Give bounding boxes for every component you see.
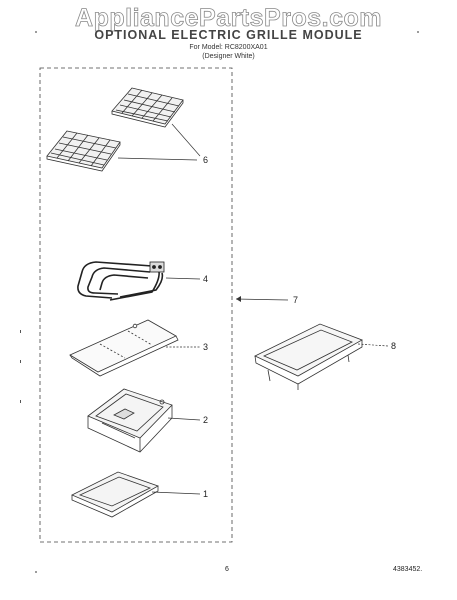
- callout-8: 8: [391, 341, 396, 351]
- module-cover: [254, 323, 363, 390]
- module-leader: [235, 298, 289, 301]
- model-line: For Model: RC8200XA01: [189, 44, 268, 51]
- element-terminal-bracket: [149, 261, 165, 273]
- drip-pan-leader: [151, 491, 201, 495]
- callout-4: 4: [203, 274, 208, 284]
- callout-6: 6: [203, 155, 208, 165]
- callout-2: 2: [203, 415, 208, 425]
- element-leader: [165, 277, 201, 280]
- color-line: (Designer White): [202, 53, 255, 60]
- grille-grate-upper: [111, 87, 184, 128]
- watermark-text: AppliancePartsPros.com: [75, 4, 382, 33]
- callout-3: 3: [203, 342, 208, 352]
- grille-grate-lower: [46, 130, 121, 172]
- reflector-plate: [69, 319, 179, 377]
- drip-tray-leader: [167, 417, 201, 421]
- grate-leader-lower: [117, 157, 198, 161]
- diagram-title: OPTIONAL ELECTRIC GRILLE MODULE: [94, 28, 363, 42]
- scan-marks: [20, 31, 419, 573]
- grate-leader-upper: [171, 123, 201, 157]
- page-number: 6: [225, 566, 229, 573]
- document-number: 4383452.: [393, 566, 423, 573]
- drip-pan: [71, 471, 159, 518]
- module-boundary: [39, 67, 233, 543]
- cover-leader: [357, 343, 389, 347]
- drip-tray: [87, 388, 173, 453]
- module-leader-arrow: [236, 296, 241, 302]
- callout-7: 7: [293, 295, 298, 305]
- callout-1: 1: [203, 489, 208, 499]
